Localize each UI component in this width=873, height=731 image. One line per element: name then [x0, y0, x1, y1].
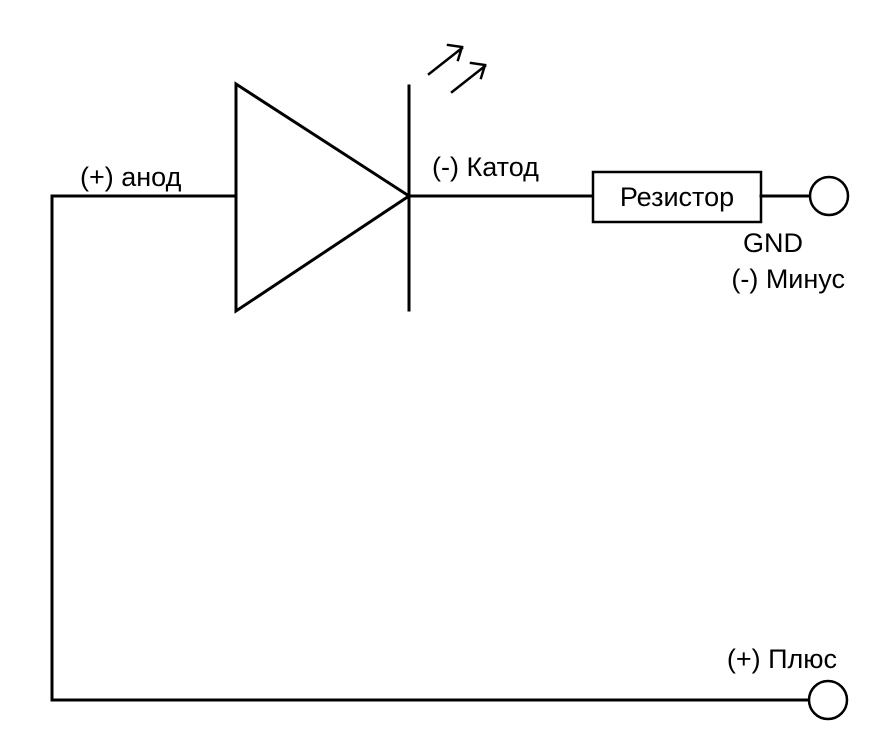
gnd-label: GND	[743, 228, 803, 258]
led-triangle-icon	[234, 81, 412, 314]
resistor-label: Резистор	[620, 182, 734, 212]
plus-terminal-icon	[807, 679, 849, 721]
cathode-label: (-) Катод	[432, 152, 539, 182]
anode-label: (+) анод	[80, 162, 182, 192]
plus-to-anode-wire	[50, 194, 810, 702]
plus-label: (+) Плюс	[727, 644, 837, 674]
minus-label: (-) Минус	[731, 264, 845, 294]
light-arrows-icon	[427, 43, 487, 94]
minus-terminal-icon	[808, 175, 850, 217]
